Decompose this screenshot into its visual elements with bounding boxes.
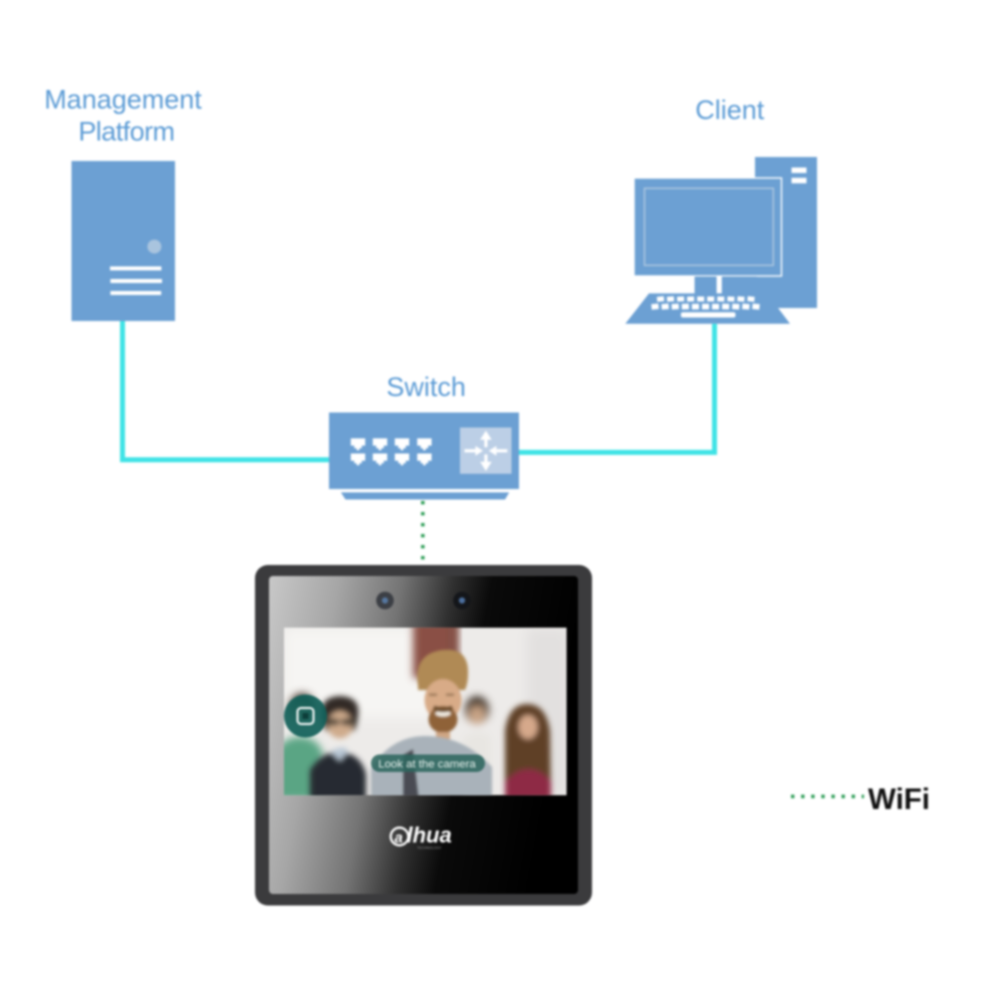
svg-text:Switch: Switch [386, 372, 466, 402]
svg-text:lhua: lhua [407, 823, 452, 848]
svg-text:Client: Client [695, 95, 765, 125]
svg-text:a: a [395, 830, 403, 847]
svg-text:Management: Management [44, 85, 202, 115]
svg-text:Platform: Platform [78, 117, 174, 147]
svg-text:TECHNOLOGY: TECHNOLOGY [417, 846, 442, 850]
svg-text:Look at the camera: Look at the camera [378, 759, 476, 771]
svg-text:WiFi: WiFi [868, 783, 930, 816]
